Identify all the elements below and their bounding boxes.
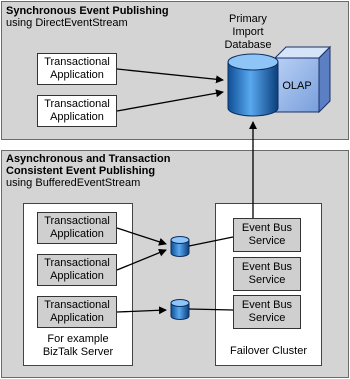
arrow-async-app1-to-queue1 <box>116 227 167 246</box>
event-bus-service-1-label: Event Bus Service <box>241 222 293 247</box>
event-bus-service-2: Event Bus Service <box>233 257 301 291</box>
async-subtitle: using BufferedEventStream <box>6 177 141 189</box>
failover-cluster-label: Failover Cluster <box>229 345 308 357</box>
sync-app-1: Transactional Application <box>37 53 117 85</box>
async-app-1: Transactional Application <box>37 212 117 244</box>
olap-label: OLAP <box>282 80 311 92</box>
async-app-2: Transactional Application <box>37 254 117 286</box>
olap-cube-icon <box>273 45 332 114</box>
sync-app-2-label: Transactional Application <box>44 98 110 123</box>
async-app-3-label: Transactional Application <box>44 299 110 324</box>
line-queue2-to-service3 <box>188 308 234 311</box>
queue-2-icon <box>170 299 190 320</box>
arrow-sync-app1-to-db <box>116 68 224 84</box>
event-bus-service-1: Event Bus Service <box>233 218 301 252</box>
async-app-3: Transactional Application <box>37 296 117 328</box>
sync-app-2: Transactional Application <box>37 95 117 127</box>
sync-subtitle: using DirectEventStream <box>6 17 128 29</box>
async-title-line1: Asynchronous and Transaction <box>6 153 171 165</box>
event-bus-service-2-label: Event Bus Service <box>241 261 293 286</box>
biztalk-server-label: For example BizTalk Server <box>42 333 114 358</box>
arrow-sync-app2-to-db <box>116 89 224 112</box>
primary-database-icon <box>227 53 279 117</box>
event-bus-service-3: Event Bus Service <box>233 295 301 329</box>
async-app-1-label: Transactional Application <box>44 215 110 240</box>
async-title-line2: Consistent Event Publishing <box>6 165 156 177</box>
arrow-async-app2-to-queue1 <box>116 248 167 271</box>
event-bus-service-3-label: Event Bus Service <box>241 299 293 324</box>
database-label: Primary Import Database <box>224 13 272 51</box>
line-queue1-to-service1 <box>188 236 234 247</box>
sync-app-1-label: Transactional Application <box>44 56 110 81</box>
arrow-async-app3-to-queue2 <box>116 306 167 315</box>
queue-1-icon <box>170 236 190 257</box>
async-app-2-label: Transactional Application <box>44 257 110 282</box>
sync-title: Synchronous Event Publishing <box>6 5 169 17</box>
